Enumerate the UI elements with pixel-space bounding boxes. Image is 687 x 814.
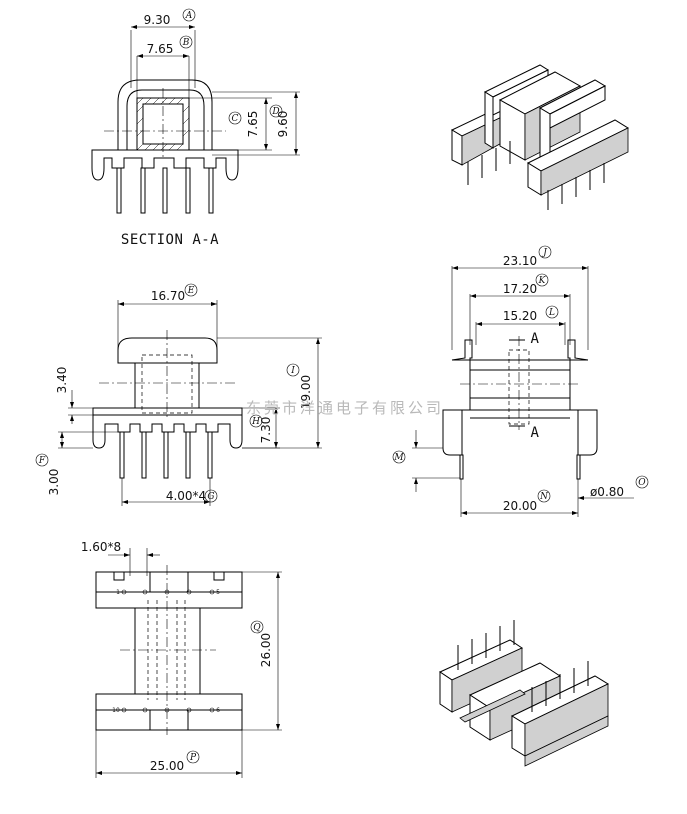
pin-10-label: 10 <box>112 707 120 714</box>
dim-k-label: K <box>538 276 547 286</box>
pin-5-label: 5 <box>216 589 220 596</box>
dim-a-label: A <box>185 11 193 21</box>
isometric-view-top <box>450 64 630 210</box>
dim-e-value: 16.70 <box>151 289 185 303</box>
section-title: SECTION A-A <box>121 232 219 248</box>
dim-j-value: 23.10 <box>503 254 537 268</box>
watermark: 东莞市洋通电子有限公司 <box>246 399 444 417</box>
dim-b-label: B <box>182 38 190 48</box>
dim-pin-pitch-value: 1.60*8 <box>81 540 121 554</box>
section-marker-top: A <box>531 331 540 347</box>
dim-k-value: 17.20 <box>503 282 537 296</box>
pin-6-label: 6 <box>216 707 220 714</box>
dim-g-value: 4.00*4 <box>166 489 206 503</box>
dim-c-label: C <box>232 114 239 124</box>
dim-h-label: H <box>251 417 260 427</box>
dim-d-label: D <box>271 107 279 117</box>
section-a-a-view: 9.30 A 7.65 B <box>91 8 300 248</box>
dim-n-label: N <box>539 492 549 502</box>
dim-g-label: G <box>207 492 214 502</box>
dim-i-value: 19.00 <box>299 375 313 409</box>
dim-f-label: F <box>38 456 46 466</box>
dim-j-label: J <box>541 248 548 258</box>
dim-p-value: 25.00 <box>150 759 184 773</box>
dim-q-label: Q <box>253 623 261 633</box>
dim-f-value: 3.00 <box>47 469 61 496</box>
dim-l-label: L <box>548 308 555 318</box>
side-view: 23.10 J 17.20 K 15.20 L A A <box>392 245 649 517</box>
dim-o-label: O <box>638 478 646 488</box>
dim-c-value: 7.65 <box>246 111 260 138</box>
dim-p-label: P <box>189 753 197 763</box>
isometric-view-bottom <box>438 620 610 767</box>
dim-e-label: E <box>187 286 195 296</box>
dim-n-value: 20.00 <box>503 499 537 513</box>
dim-l-value: 15.20 <box>503 309 537 323</box>
bottom-view: 1.60*8 1 5 <box>81 540 282 778</box>
dim-a-value: 9.30 <box>144 13 171 27</box>
dim-top-gap-value: 3.40 <box>55 367 69 394</box>
front-view: 16.70 E 3.40 3.00 <box>35 283 322 506</box>
dim-i-label: I <box>290 366 295 376</box>
pin-1-label: 1 <box>116 589 120 596</box>
section-marker-bottom: A <box>531 425 540 441</box>
dim-b-value: 7.65 <box>147 42 174 56</box>
dim-m-label: M <box>393 453 404 463</box>
dim-d-value: 9.60 <box>276 111 290 138</box>
dim-o-value: ø0.80 <box>590 485 624 499</box>
dim-q-value: 26.00 <box>259 633 273 667</box>
dim-h-value: 7.30 <box>259 417 273 444</box>
